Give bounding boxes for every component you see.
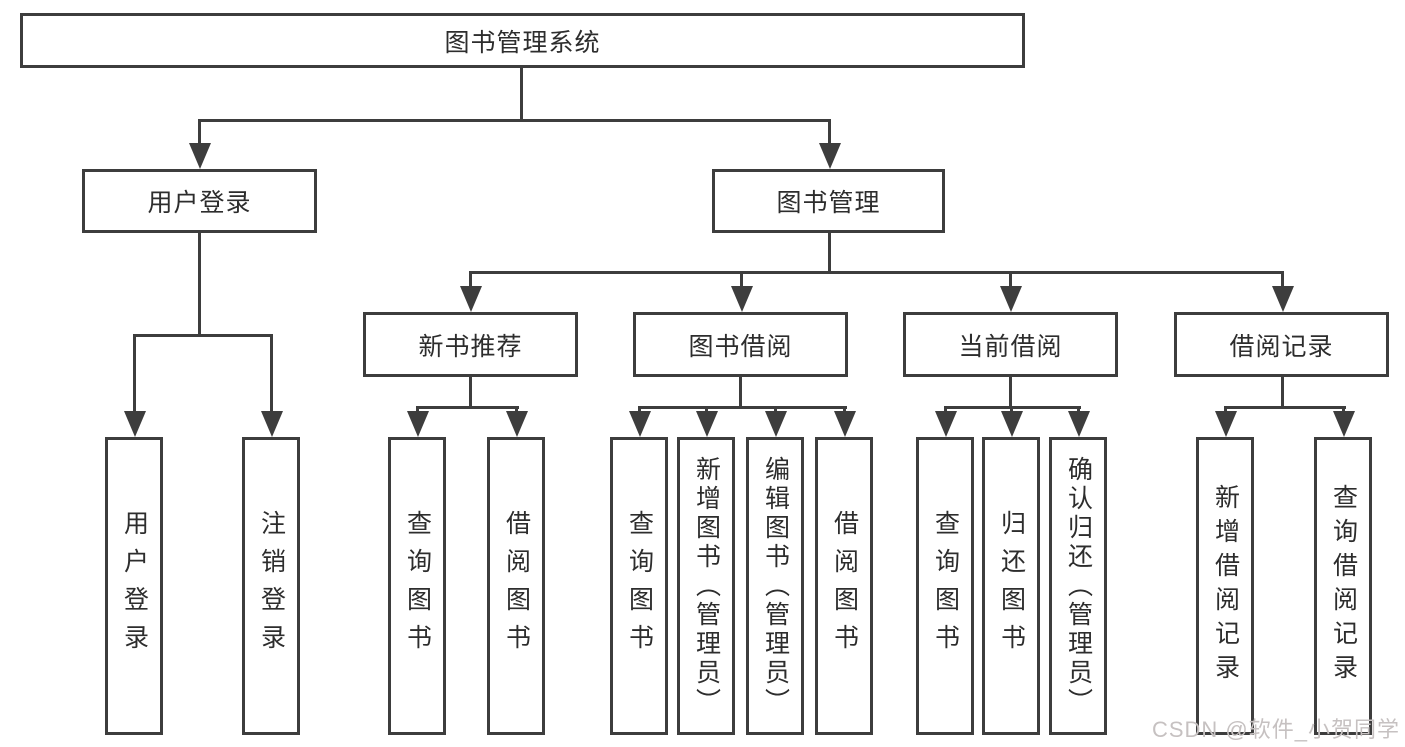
arrow-to-cb-confirm bbox=[1068, 411, 1090, 437]
node-book-borrow: 图书借阅 bbox=[633, 312, 848, 377]
edge-new-book-rec-branch bbox=[416, 406, 519, 409]
node-leaf-bb-borrow: 借阅图书 bbox=[815, 437, 873, 735]
arrow-to-bb-add bbox=[696, 411, 718, 437]
arrow-to-br-query bbox=[1333, 411, 1355, 437]
arrow-to-br-add bbox=[1215, 411, 1237, 437]
edge-book-mgmt-trunk bbox=[828, 233, 831, 274]
node-borrow-records: 借阅记录 bbox=[1174, 312, 1389, 377]
node-leaf-cb-confirm: 确认归还（管理员） bbox=[1049, 437, 1107, 735]
arrow-to-user-login bbox=[189, 143, 211, 169]
edge-root-branch bbox=[198, 119, 831, 122]
arrow-to-leaf-logout bbox=[261, 411, 283, 437]
edge-drop-bb-add bbox=[705, 406, 708, 415]
arrow-to-new-book-rec bbox=[460, 286, 482, 312]
edge-borrow-records-trunk bbox=[1281, 377, 1284, 408]
node-leaf-bb-edit: 编辑图书（管理员） bbox=[746, 437, 804, 735]
node-leaf-nb-query: 查询图书 bbox=[388, 437, 446, 735]
arrow-to-nb-borrow bbox=[506, 411, 528, 437]
edge-root-drop-right bbox=[828, 119, 831, 147]
node-leaf-br-query: 查询借阅记录 bbox=[1314, 437, 1372, 735]
node-leaf-nb-borrow: 借阅图书 bbox=[487, 437, 545, 735]
leaf-label: 借阅图书 bbox=[830, 510, 859, 662]
edge-drop-leaf-user-login bbox=[133, 334, 136, 414]
node-leaf-cb-query: 查询图书 bbox=[916, 437, 974, 735]
watermark: CSDN @软件_小贺同学 bbox=[1151, 717, 1400, 742]
leaf-label: 编辑图书（管理员） bbox=[761, 455, 790, 717]
node-leaf-bb-query: 查询图书 bbox=[610, 437, 668, 735]
edge-drop-new-book-rec bbox=[469, 271, 472, 289]
edge-drop-cb-return bbox=[1010, 406, 1013, 415]
arrow-to-leaf-user-login bbox=[124, 411, 146, 437]
leaf-label: 查询图书 bbox=[403, 510, 432, 662]
edge-book-borrow-branch bbox=[638, 406, 847, 409]
leaf-label: 查询图书 bbox=[625, 510, 654, 662]
arrow-to-current-borrow bbox=[1000, 286, 1022, 312]
leaf-label: 归还图书 bbox=[997, 510, 1026, 662]
arrow-to-cb-query bbox=[935, 411, 957, 437]
leaf-label: 查询图书 bbox=[931, 510, 960, 662]
edge-current-borrow-trunk bbox=[1009, 377, 1012, 408]
arrow-to-borrow-records bbox=[1272, 286, 1294, 312]
edge-drop-bb-query bbox=[638, 406, 641, 415]
edge-root-drop-left bbox=[198, 119, 201, 147]
leaf-label: 新增图书（管理员） bbox=[692, 455, 721, 717]
edge-drop-bb-edit bbox=[774, 406, 777, 415]
node-root: 图书管理系统 bbox=[20, 13, 1025, 68]
arrow-to-bb-borrow bbox=[834, 411, 856, 437]
arrow-to-book-mgmt bbox=[819, 143, 841, 169]
node-leaf-br-add: 新增借阅记录 bbox=[1196, 437, 1254, 735]
edge-book-borrow-trunk bbox=[739, 377, 742, 408]
edge-drop-current-borrow bbox=[1009, 271, 1012, 289]
edge-drop-br-add bbox=[1224, 406, 1227, 415]
arrow-to-book-borrow bbox=[731, 286, 753, 312]
edge-user-login-branch bbox=[133, 334, 273, 337]
leaf-label: 用户登录 bbox=[120, 510, 149, 662]
leaf-label: 注销登录 bbox=[257, 510, 286, 662]
edge-drop-leaf-logout bbox=[270, 334, 273, 414]
edge-drop-cb-query bbox=[944, 406, 947, 415]
node-user-login: 用户登录 bbox=[82, 169, 317, 233]
leaf-label: 查询借阅记录 bbox=[1329, 484, 1358, 688]
node-book-mgmt: 图书管理 bbox=[712, 169, 945, 233]
node-leaf-logout: 注销登录 bbox=[242, 437, 300, 735]
edge-drop-nb-query bbox=[416, 406, 419, 415]
leaf-label: 确认归还（管理员） bbox=[1064, 455, 1093, 717]
edge-book-mgmt-branch bbox=[469, 271, 1283, 274]
edge-user-login-trunk bbox=[198, 233, 201, 336]
node-current-borrow: 当前借阅 bbox=[903, 312, 1118, 377]
node-leaf-user-login: 用户登录 bbox=[105, 437, 163, 735]
edge-drop-bb-borrow bbox=[843, 406, 846, 415]
edge-root-trunk bbox=[520, 68, 523, 121]
edge-drop-borrow-records bbox=[1281, 271, 1284, 289]
leaf-label: 新增借阅记录 bbox=[1211, 484, 1240, 688]
leaf-label: 借阅图书 bbox=[502, 510, 531, 662]
arrow-to-nb-query bbox=[407, 411, 429, 437]
arrow-to-bb-query bbox=[629, 411, 651, 437]
node-leaf-cb-return: 归还图书 bbox=[982, 437, 1040, 735]
arrow-to-cb-return bbox=[1001, 411, 1023, 437]
node-leaf-bb-add: 新增图书（管理员） bbox=[677, 437, 735, 735]
edge-drop-br-query bbox=[1342, 406, 1345, 415]
edge-new-book-rec-trunk bbox=[469, 377, 472, 408]
edge-drop-cb-confirm bbox=[1077, 406, 1080, 415]
edge-drop-nb-borrow bbox=[515, 406, 518, 415]
edge-drop-book-borrow bbox=[740, 271, 743, 289]
arrow-to-bb-edit bbox=[765, 411, 787, 437]
edge-borrow-records-branch bbox=[1224, 406, 1346, 409]
node-new-book-rec: 新书推荐 bbox=[363, 312, 578, 377]
